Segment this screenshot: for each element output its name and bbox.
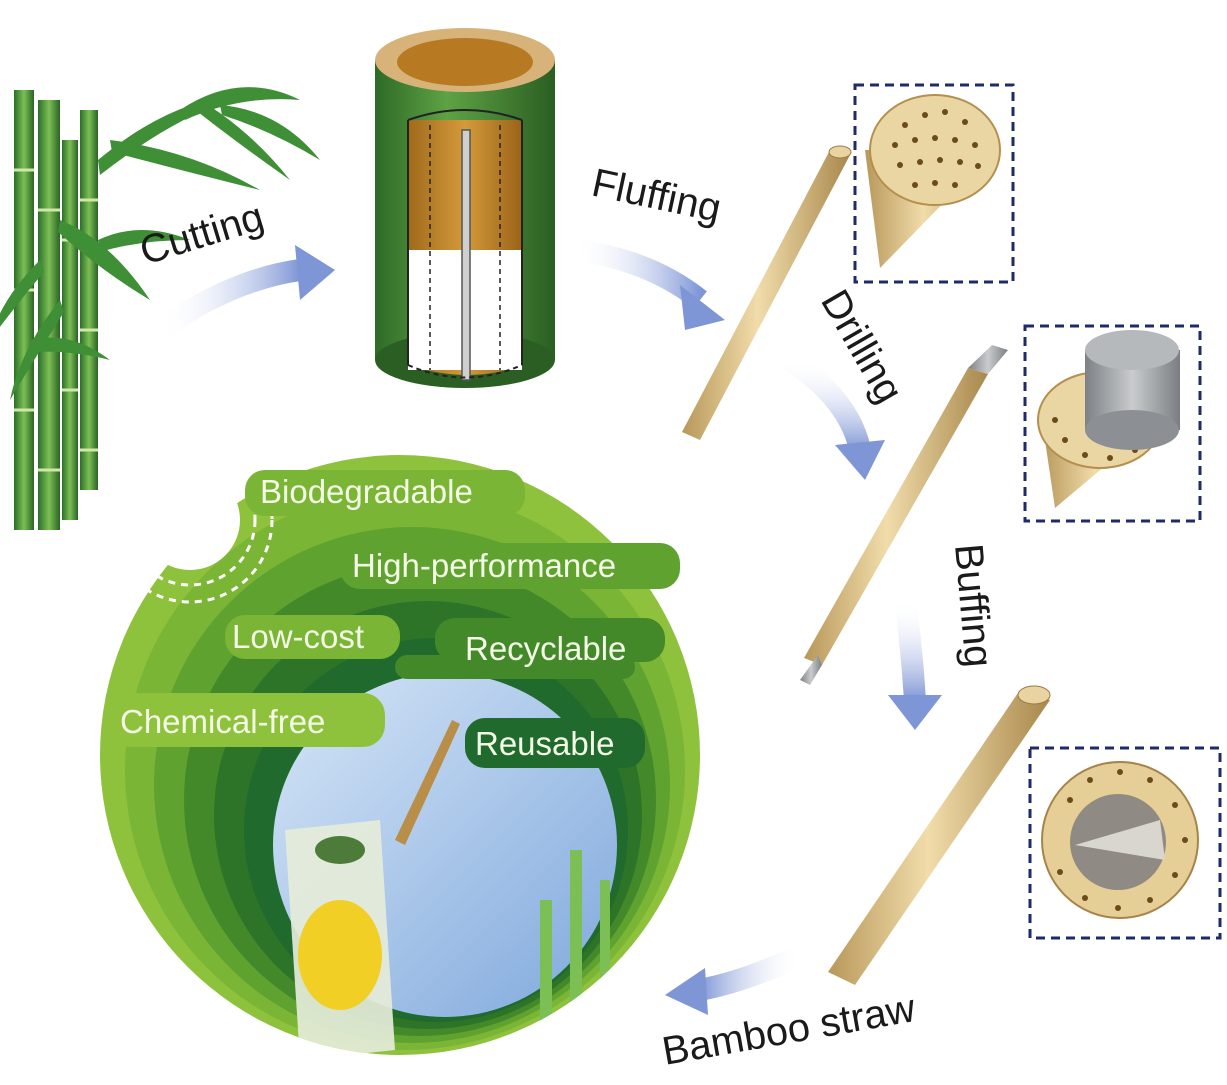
step-label-cutting: Cutting: [135, 194, 269, 273]
inset-fluffed-cross-section: [853, 83, 1015, 284]
features-circle: [100, 436, 700, 1055]
step-label-fluffing: Fluffing: [588, 161, 725, 231]
drilled-straw-rod: [800, 345, 1008, 685]
bamboo-culm-section: [375, 28, 555, 388]
feature-label-low-cost: Low-cost: [232, 618, 364, 655]
inset-drilled-cross-section: [1023, 324, 1202, 523]
arrow-fluffing: [573, 239, 707, 309]
bamboo-plant-illustration: [0, 87, 320, 530]
process-arrows: [153, 239, 942, 1015]
fluffed-straw-rod: [682, 145, 852, 440]
feature-label-high-performance: High-performance: [352, 547, 616, 584]
feature-label-biodegradable: Biodegradable: [260, 473, 473, 510]
feature-label-recyclable: Recyclable: [465, 630, 626, 667]
feature-label-reusable: Reusable: [475, 725, 614, 762]
arrow-buffing: [894, 598, 926, 701]
arrow-bamboo-straw: [697, 945, 805, 1001]
buffed-straw-rod: [828, 685, 1051, 985]
arrow-drilling: [783, 350, 871, 453]
inset-buffed-cross-section: [1028, 746, 1222, 940]
feature-label-chemical-free: Chemical-free: [120, 703, 325, 740]
drink-glass-illustration: [285, 720, 610, 1055]
arrow-cutting: [153, 259, 302, 339]
step-label-buffing: Buffing: [946, 542, 1001, 669]
